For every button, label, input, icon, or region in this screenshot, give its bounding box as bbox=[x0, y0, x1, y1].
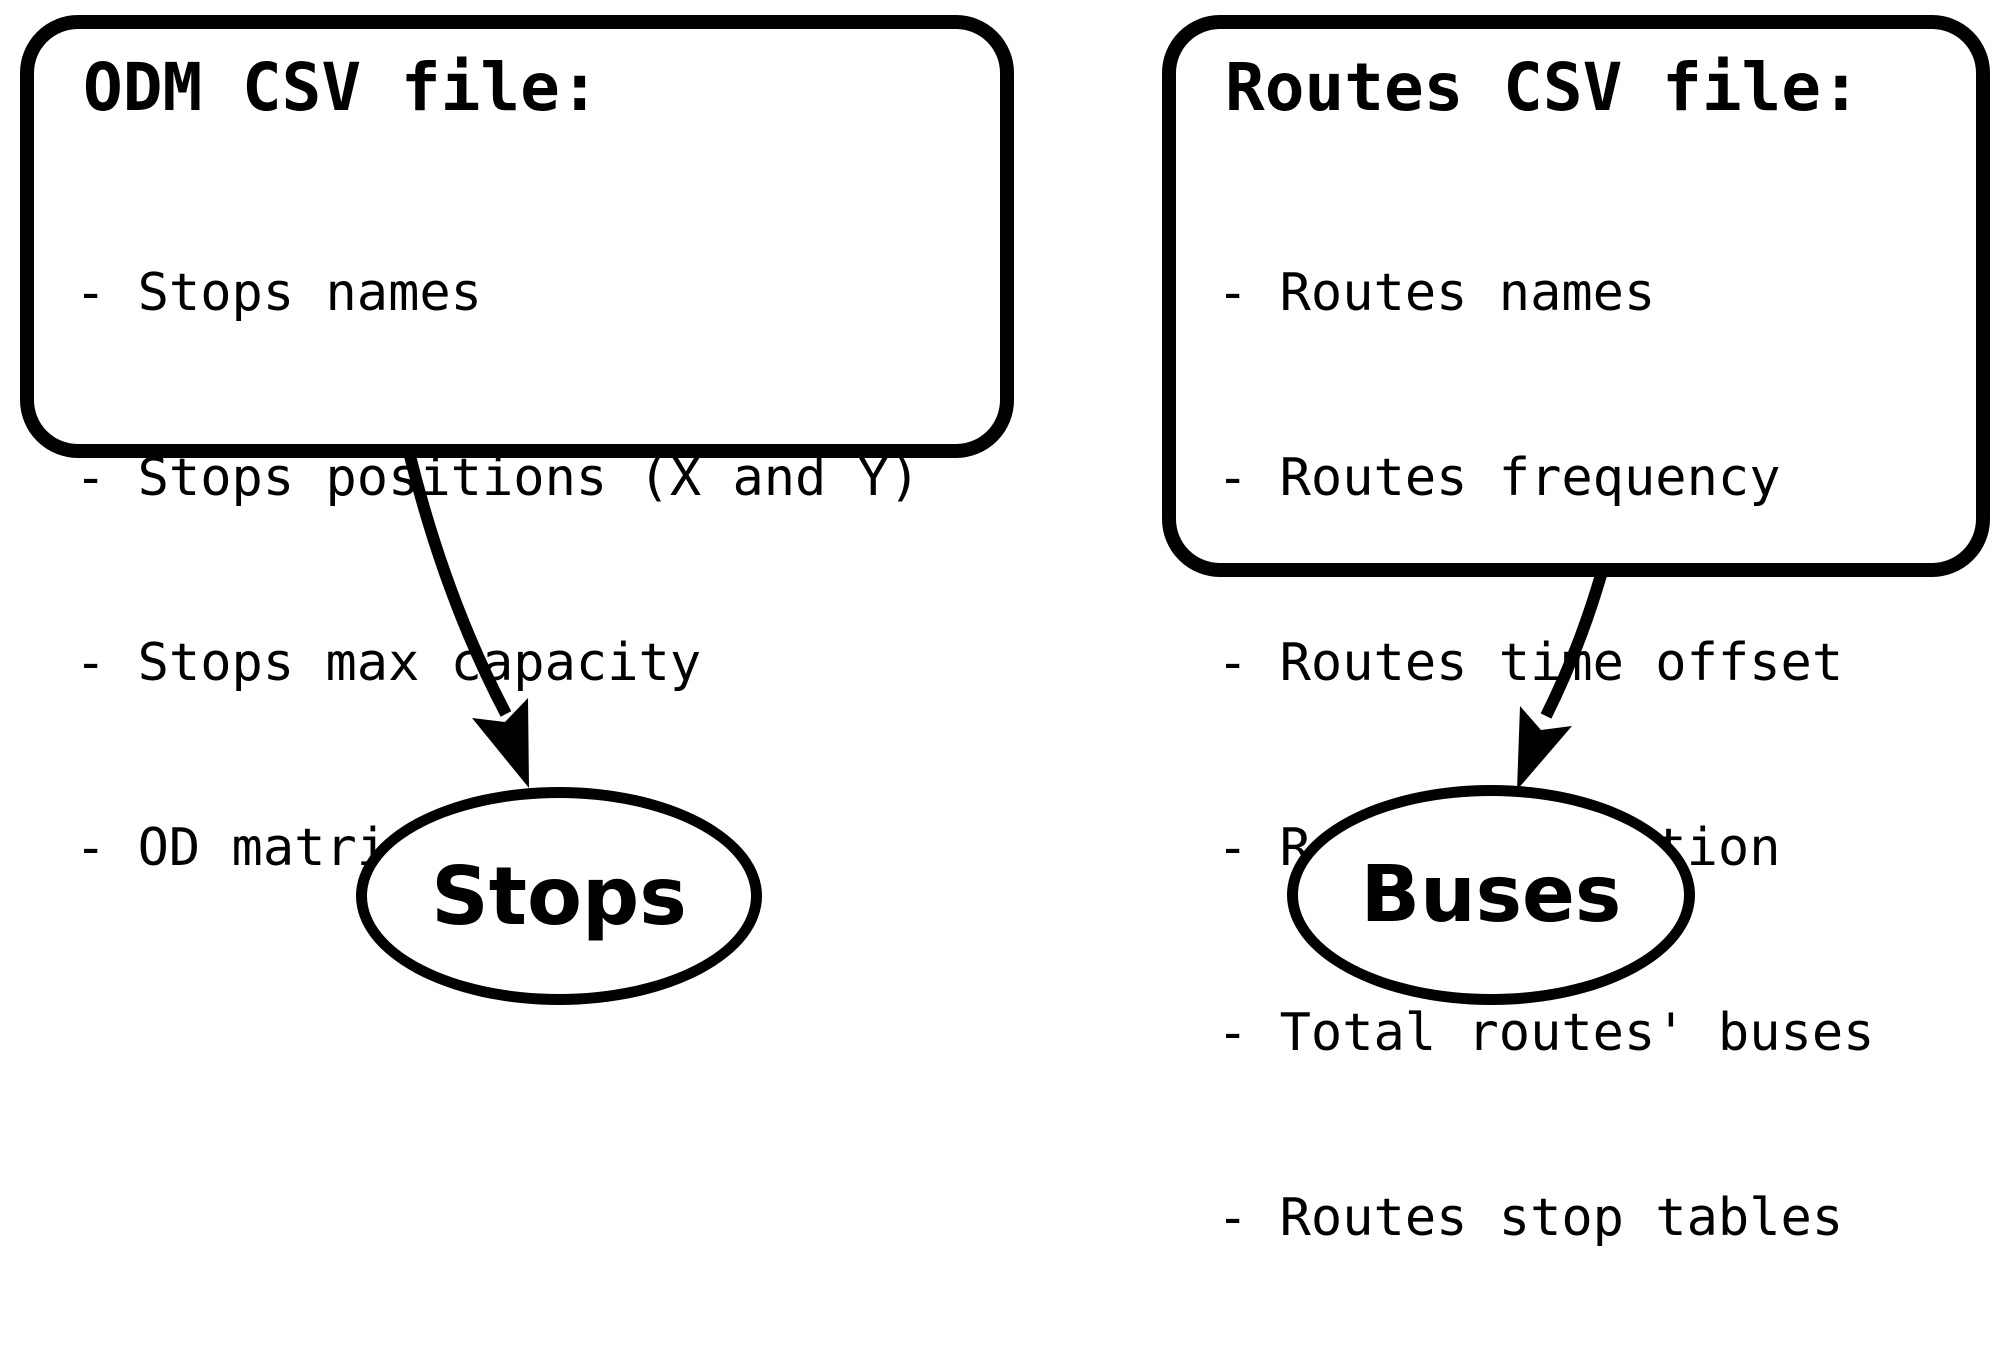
list-item: - Routes stop tables bbox=[1217, 1188, 1844, 1248]
odm-file-list: - Stops names - Stops positions (X and Y… bbox=[75, 141, 1000, 1001]
odm-csv-file-box: ODM CSV file: - Stops names - Stops posi… bbox=[20, 15, 1014, 878]
list-item: - Stops positions (X and Y) bbox=[75, 448, 921, 508]
list-item: - Routes names bbox=[1217, 263, 1656, 323]
routes-csv-file-box: Routes CSV file: - Routes names - Routes… bbox=[1162, 15, 1990, 1248]
list-item: - Routes time offset bbox=[1217, 633, 1844, 693]
routes-box-title: Routes CSV file: bbox=[1225, 49, 1861, 126]
routes-file-list: - Routes names - Routes frequency - Rout… bbox=[1217, 141, 1976, 1371]
buses-node: Buses bbox=[1287, 785, 1695, 1005]
list-item: - Stops max capacity bbox=[75, 633, 702, 693]
list-item: - Routes frequency bbox=[1217, 448, 1781, 508]
list-item: - Total routes' buses bbox=[1217, 1003, 1875, 1063]
buses-node-label: Buses bbox=[1360, 850, 1622, 940]
stops-node: Stops bbox=[356, 787, 762, 1005]
stops-node-label: Stops bbox=[431, 849, 687, 943]
list-item: - Stops names bbox=[75, 263, 482, 323]
diagram-canvas: { "diagram": { "background_color": "#fff… bbox=[20, 15, 1990, 1248]
odm-box-title: ODM CSV file: bbox=[83, 49, 600, 126]
